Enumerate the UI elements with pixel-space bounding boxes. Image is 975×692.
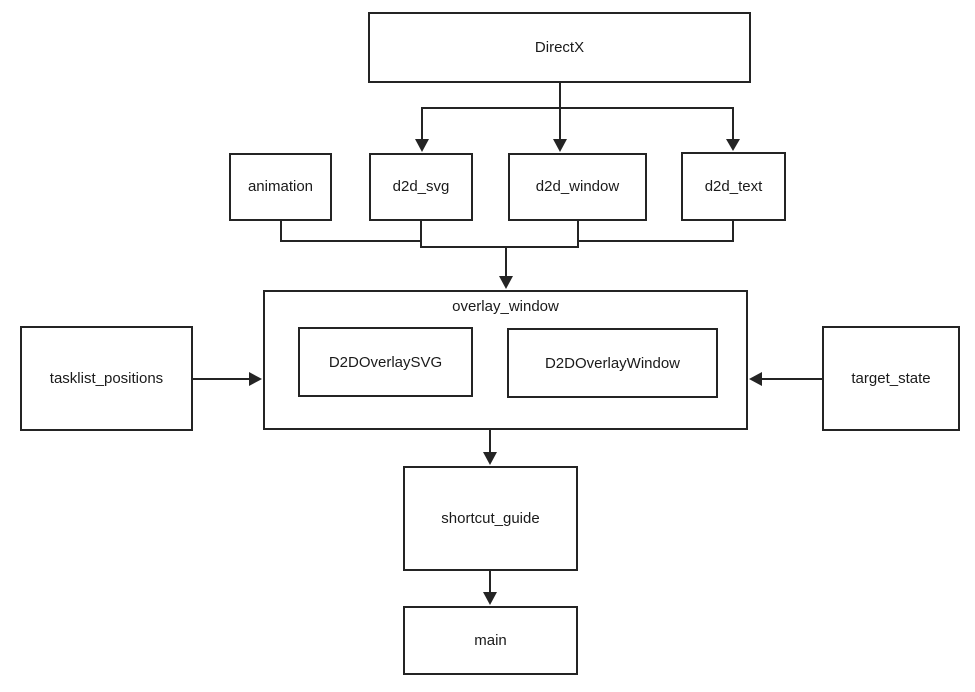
edge-overlay-window-shortcut-guide (483, 430, 497, 465)
edge-directx-branch (415, 83, 740, 152)
node-d2d-svg: d2d_svg (369, 153, 473, 221)
node-tasklist-positions-label: tasklist_positions (49, 369, 164, 387)
node-main: main (403, 606, 578, 675)
node-tasklist-positions: tasklist_positions (20, 326, 193, 431)
group-overlay-window-label: overlay_window (452, 298, 559, 315)
edge-row2-overlay-window (280, 221, 734, 289)
group-overlay-window: overlay_window D2DOverlaySVG D2DOverlayW… (263, 290, 748, 430)
node-shortcut-guide-label: shortcut_guide (441, 509, 540, 527)
edge-target-state-overlay-window (749, 372, 822, 386)
node-d2d-overlay-svg-label: D2DOverlaySVG (328, 353, 443, 371)
node-animation-label: animation (247, 178, 314, 195)
node-d2d-svg-label: d2d_svg (392, 178, 450, 195)
node-d2d-text: d2d_text (681, 152, 786, 221)
node-target-state: target_state (822, 326, 960, 431)
node-d2d-overlay-svg: D2DOverlaySVG (298, 327, 473, 397)
node-main-label: main (474, 631, 507, 649)
node-target-state-label: target_state (851, 369, 931, 387)
node-directx-label: DirectX (534, 38, 585, 56)
node-d2d-overlay-window: D2DOverlayWindow (507, 328, 718, 398)
node-animation: animation (229, 153, 332, 221)
node-d2d-window-label: d2d_window (535, 178, 620, 195)
node-d2d-window: d2d_window (508, 153, 647, 221)
node-directx: DirectX (368, 12, 751, 83)
edge-shortcut-guide-main (483, 571, 497, 605)
node-shortcut-guide: shortcut_guide (403, 466, 578, 571)
node-d2d-overlay-window-label: D2DOverlayWindow (544, 354, 681, 372)
edge-tasklist-positions-overlay-window (193, 372, 262, 386)
node-d2d-text-label: d2d_text (704, 177, 763, 195)
